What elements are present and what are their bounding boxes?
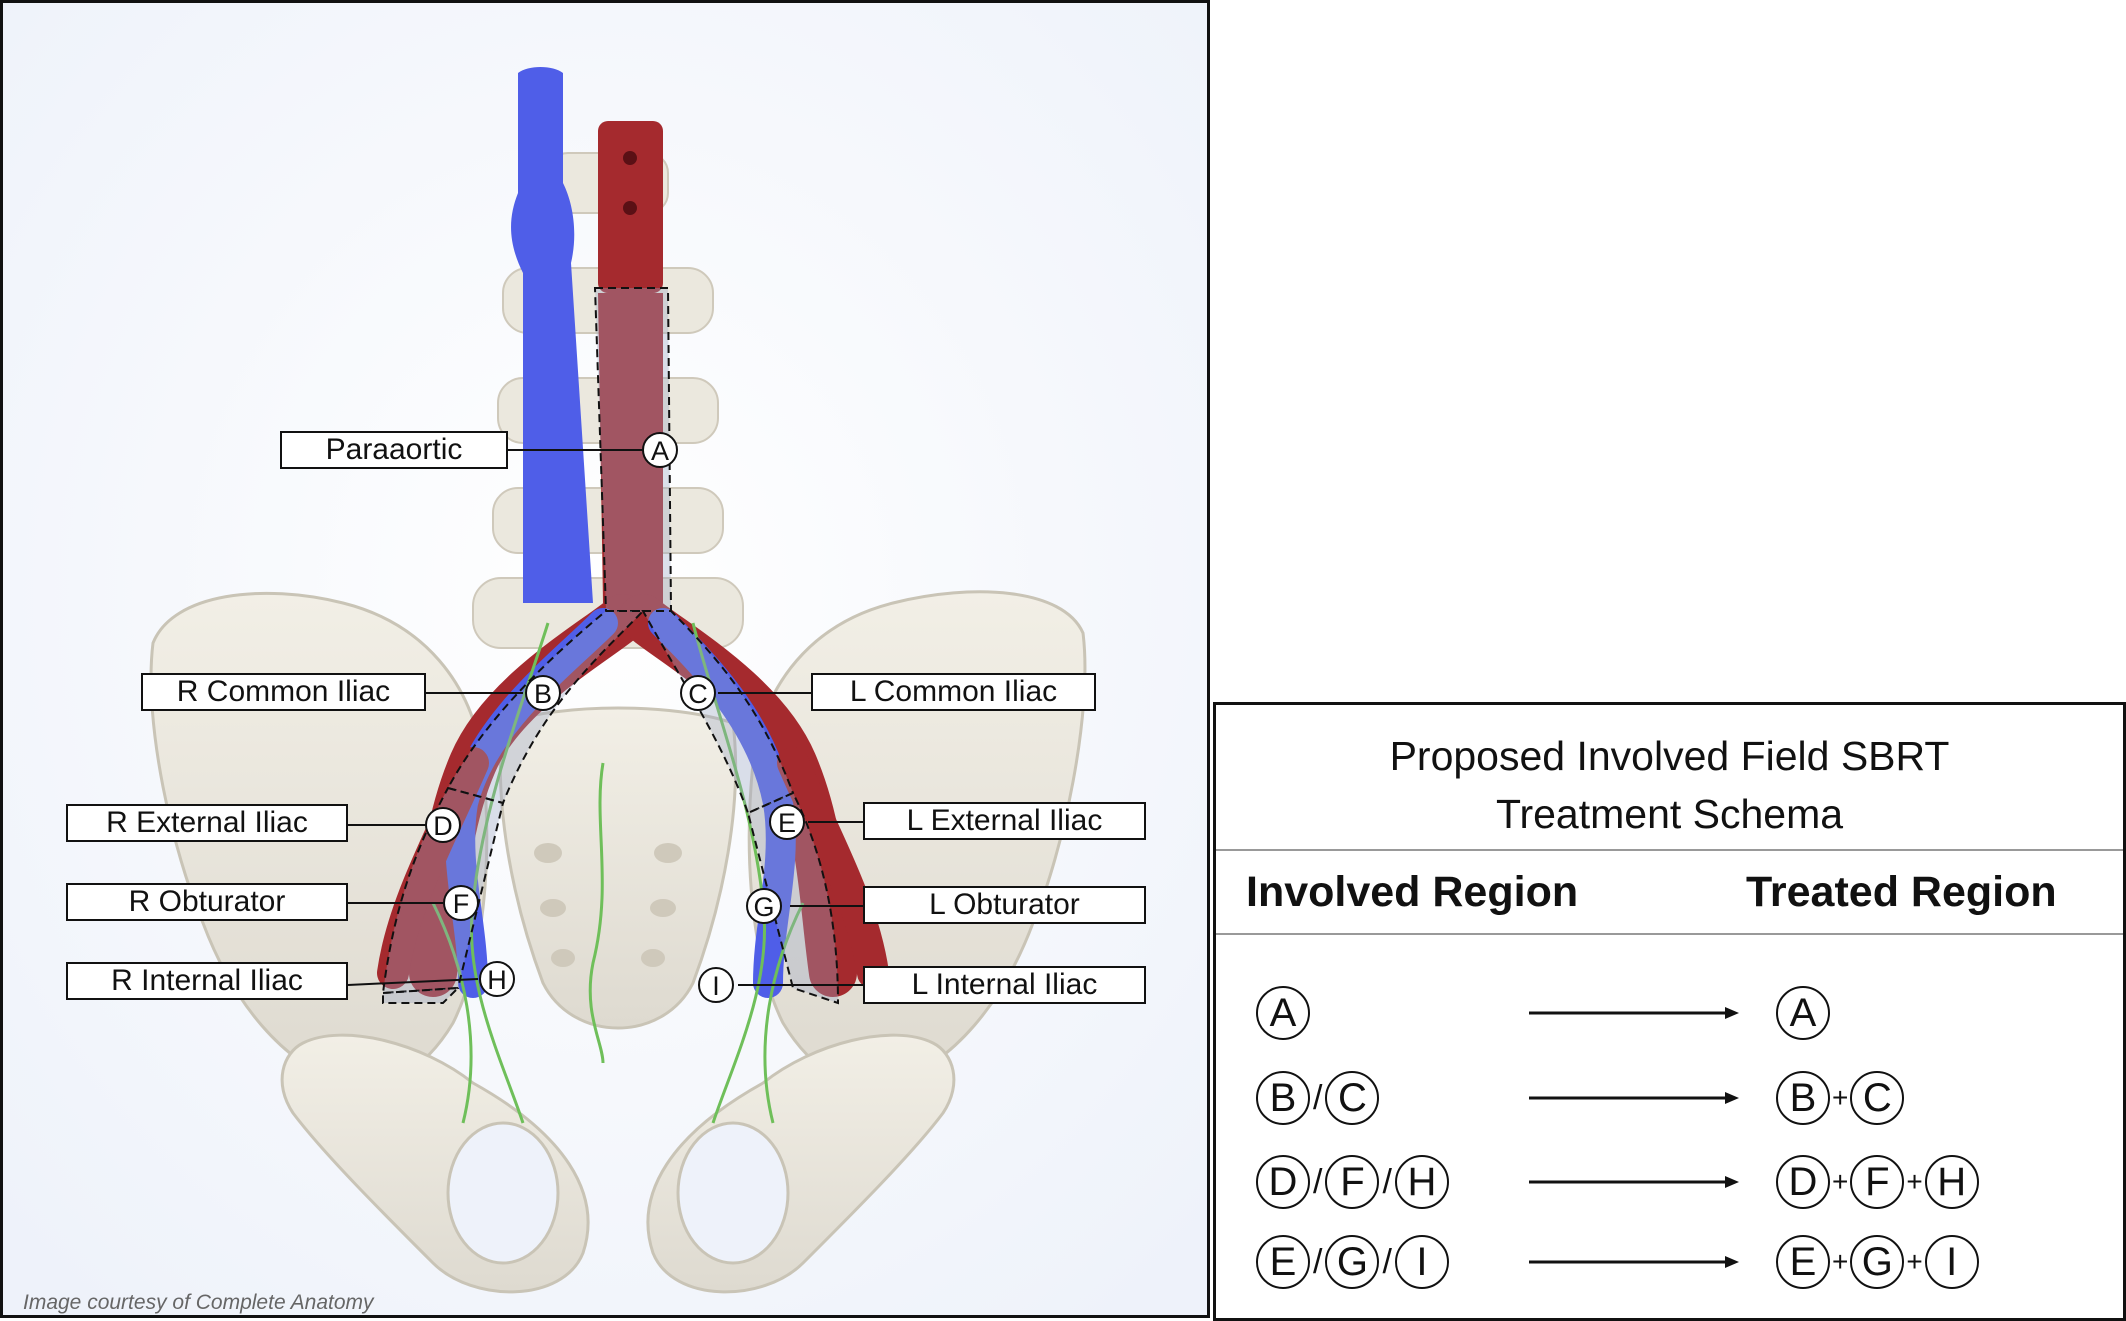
label-l-obturator: L Obturator	[863, 886, 1146, 924]
marker-circle-h	[479, 961, 515, 997]
treated-separator: +	[1906, 1246, 1923, 1277]
region-letter-h: H	[1394, 1155, 1449, 1209]
marker-circle-g	[746, 888, 782, 924]
involved-region-group: E/G/I	[1256, 1232, 1449, 1292]
treated-region-group: D+F+H	[1776, 1152, 1979, 1212]
region-letter-f: F	[1850, 1155, 1905, 1209]
label-l-external-iliac: L External Iliac	[863, 802, 1146, 840]
treated-separator: +	[1832, 1082, 1849, 1113]
involved-separator: /	[1313, 1162, 1323, 1201]
treated-separator: +	[1906, 1166, 1923, 1197]
region-letter-a: A	[1256, 986, 1310, 1040]
marker-letter-d: D	[433, 811, 453, 841]
label-paraaortic: Paraaortic	[280, 431, 508, 469]
left-obturator-foramen	[676, 1121, 790, 1265]
treated-region-group: E+G+I	[1776, 1232, 1979, 1292]
column-header-treated: Treated Region	[1746, 868, 2057, 916]
marker-letter-g: G	[753, 892, 774, 922]
pelvis-illustration: A B C D E F G H I	[3, 3, 1207, 1315]
label-l-internal-iliac: L Internal Iliac	[863, 966, 1146, 1004]
treated-separator: +	[1832, 1246, 1849, 1277]
involved-separator: /	[1313, 1078, 1323, 1117]
involved-region-group: D/F/H	[1256, 1152, 1449, 1212]
region-markers: A B C D E F G H I	[425, 432, 805, 1003]
sacral-foramina	[534, 843, 682, 967]
marker-circle-d	[425, 807, 461, 843]
label-r-internal-iliac: R Internal Iliac	[66, 962, 348, 1000]
region-letter-g: G	[1850, 1235, 1905, 1289]
schema-title-line1: Proposed Involved Field SBRT	[1389, 733, 1950, 779]
involved-region-group: B/C	[1256, 1068, 1380, 1128]
aorta	[598, 121, 663, 603]
arrow-icon	[1529, 1007, 1739, 1019]
marker-circle-b	[525, 675, 561, 711]
treated-region-group: B+C	[1776, 1068, 1905, 1128]
region-letter-b: B	[1256, 1071, 1310, 1125]
marker-letter-f: F	[453, 889, 470, 919]
region-letter-e: E	[1256, 1235, 1310, 1289]
label-r-obturator: R Obturator	[66, 883, 348, 921]
marker-circle-i	[698, 967, 734, 1003]
marker-circle-c	[680, 675, 716, 711]
inferior-vena-cava	[511, 67, 593, 603]
arrow-icon	[1529, 1092, 1739, 1104]
region-letter-c: C	[1850, 1071, 1905, 1125]
schema-title-line2: Treatment Schema	[1495, 791, 1844, 837]
treated-region-group: A	[1776, 983, 1830, 1043]
marker-letter-i: I	[712, 971, 720, 1001]
region-letter-d: D	[1256, 1155, 1310, 1209]
involved-separator: /	[1313, 1242, 1323, 1281]
involved-separator: /	[1382, 1242, 1392, 1281]
leader-lines	[347, 449, 863, 986]
region-letter-a: A	[1776, 986, 1830, 1040]
region-letter-d: D	[1776, 1155, 1830, 1209]
region-letter-i: I	[1924, 1235, 1979, 1289]
marker-circle-a	[642, 432, 678, 468]
involved-region-group: A	[1256, 983, 1310, 1043]
marker-circle-f	[443, 885, 479, 921]
image-credit: Image courtesy of Complete Anatomy	[23, 1291, 374, 1314]
involved-separator: /	[1382, 1162, 1392, 1201]
label-r-common-iliac: R Common Iliac	[141, 673, 426, 711]
label-r-external-iliac: R External Iliac	[66, 804, 348, 842]
marker-letter-b: B	[534, 679, 552, 709]
arrow-icon	[1529, 1256, 1739, 1268]
right-obturator-foramen	[446, 1121, 560, 1265]
region-letter-g: G	[1325, 1235, 1380, 1289]
iliac-vessels	[377, 594, 889, 998]
divider-bottom	[1216, 933, 2123, 935]
schema-title: Proposed Involved Field SBRT Treatment S…	[1216, 727, 2123, 843]
divider-top	[1216, 849, 2123, 851]
marker-letter-e: E	[778, 808, 796, 838]
column-header-involved: Involved Region	[1246, 868, 1579, 916]
marker-letter-h: H	[487, 965, 507, 995]
region-letter-f: F	[1325, 1155, 1380, 1209]
region-letter-h: H	[1924, 1155, 1979, 1209]
marker-letter-c: C	[688, 679, 708, 709]
label-l-common-iliac: L Common Iliac	[811, 673, 1096, 711]
anatomy-figure: A B C D E F G H I Paraaortic R Common Iliac L Co…	[0, 0, 1210, 1318]
marker-circle-e	[769, 804, 805, 840]
treated-separator: +	[1832, 1166, 1849, 1197]
marker-letter-a: A	[651, 436, 669, 466]
region-letter-c: C	[1325, 1071, 1380, 1125]
treatment-schema-panel: Proposed Involved Field SBRT Treatment S…	[1213, 702, 2126, 1321]
arrow-icon	[1529, 1176, 1739, 1188]
region-letter-e: E	[1776, 1235, 1830, 1289]
region-letter-b: B	[1776, 1071, 1830, 1125]
region-letter-i: I	[1394, 1235, 1449, 1289]
